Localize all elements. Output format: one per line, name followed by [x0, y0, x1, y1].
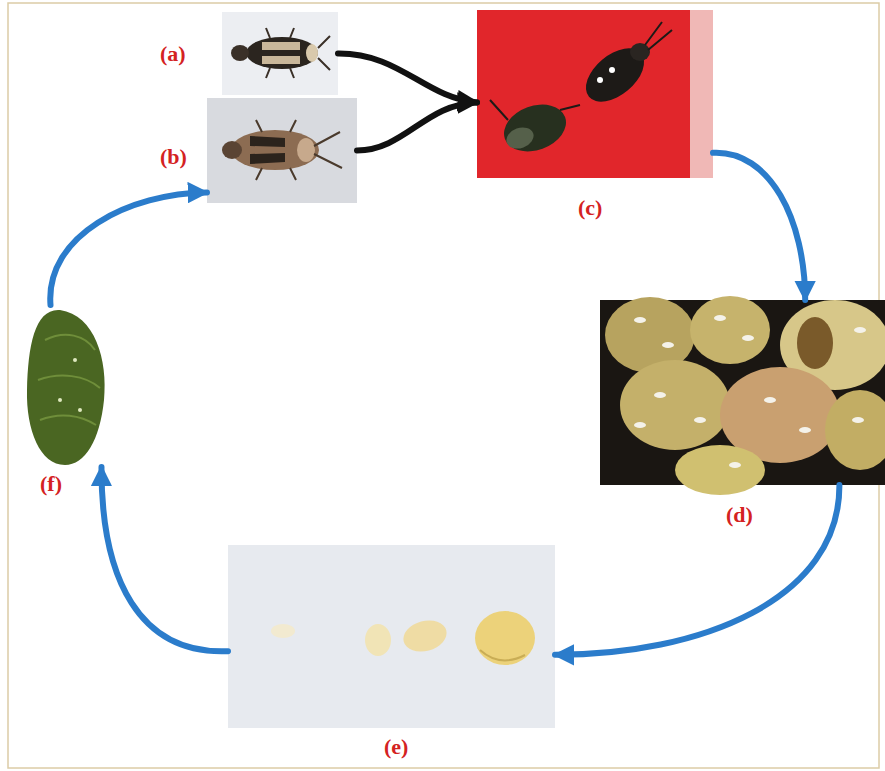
panel-label: (f) [40, 472, 62, 496]
cycle-arrow [357, 102, 477, 150]
photo-panel: (e) [228, 545, 555, 728]
cycle-arrow [338, 53, 477, 102]
eggs-on-seeds-photo [600, 296, 885, 495]
panel-label: (a) [160, 42, 186, 66]
panel-label: (c) [578, 196, 602, 220]
photo-panel: (c) [477, 10, 713, 178]
panel-label: (e) [384, 735, 408, 759]
frame [8, 3, 879, 768]
photo-panel: (d) [600, 300, 885, 485]
cycle-arrow [101, 467, 228, 651]
beetle-photo-b [207, 98, 357, 203]
photo-panel: (f) [25, 305, 110, 467]
photo-panel: (b) [207, 98, 357, 203]
mating-photo [477, 10, 713, 178]
panel-label: (b) [160, 145, 187, 169]
cycle-arrow [50, 193, 207, 306]
panel-label: (d) [726, 503, 753, 527]
cycle-arrow [555, 485, 839, 655]
beetle-photo-a [222, 12, 338, 95]
pupa-photo [27, 310, 105, 465]
cycle-arrow [713, 153, 805, 300]
photo-panel: (a) [222, 12, 338, 95]
larvae-photo [228, 545, 555, 728]
